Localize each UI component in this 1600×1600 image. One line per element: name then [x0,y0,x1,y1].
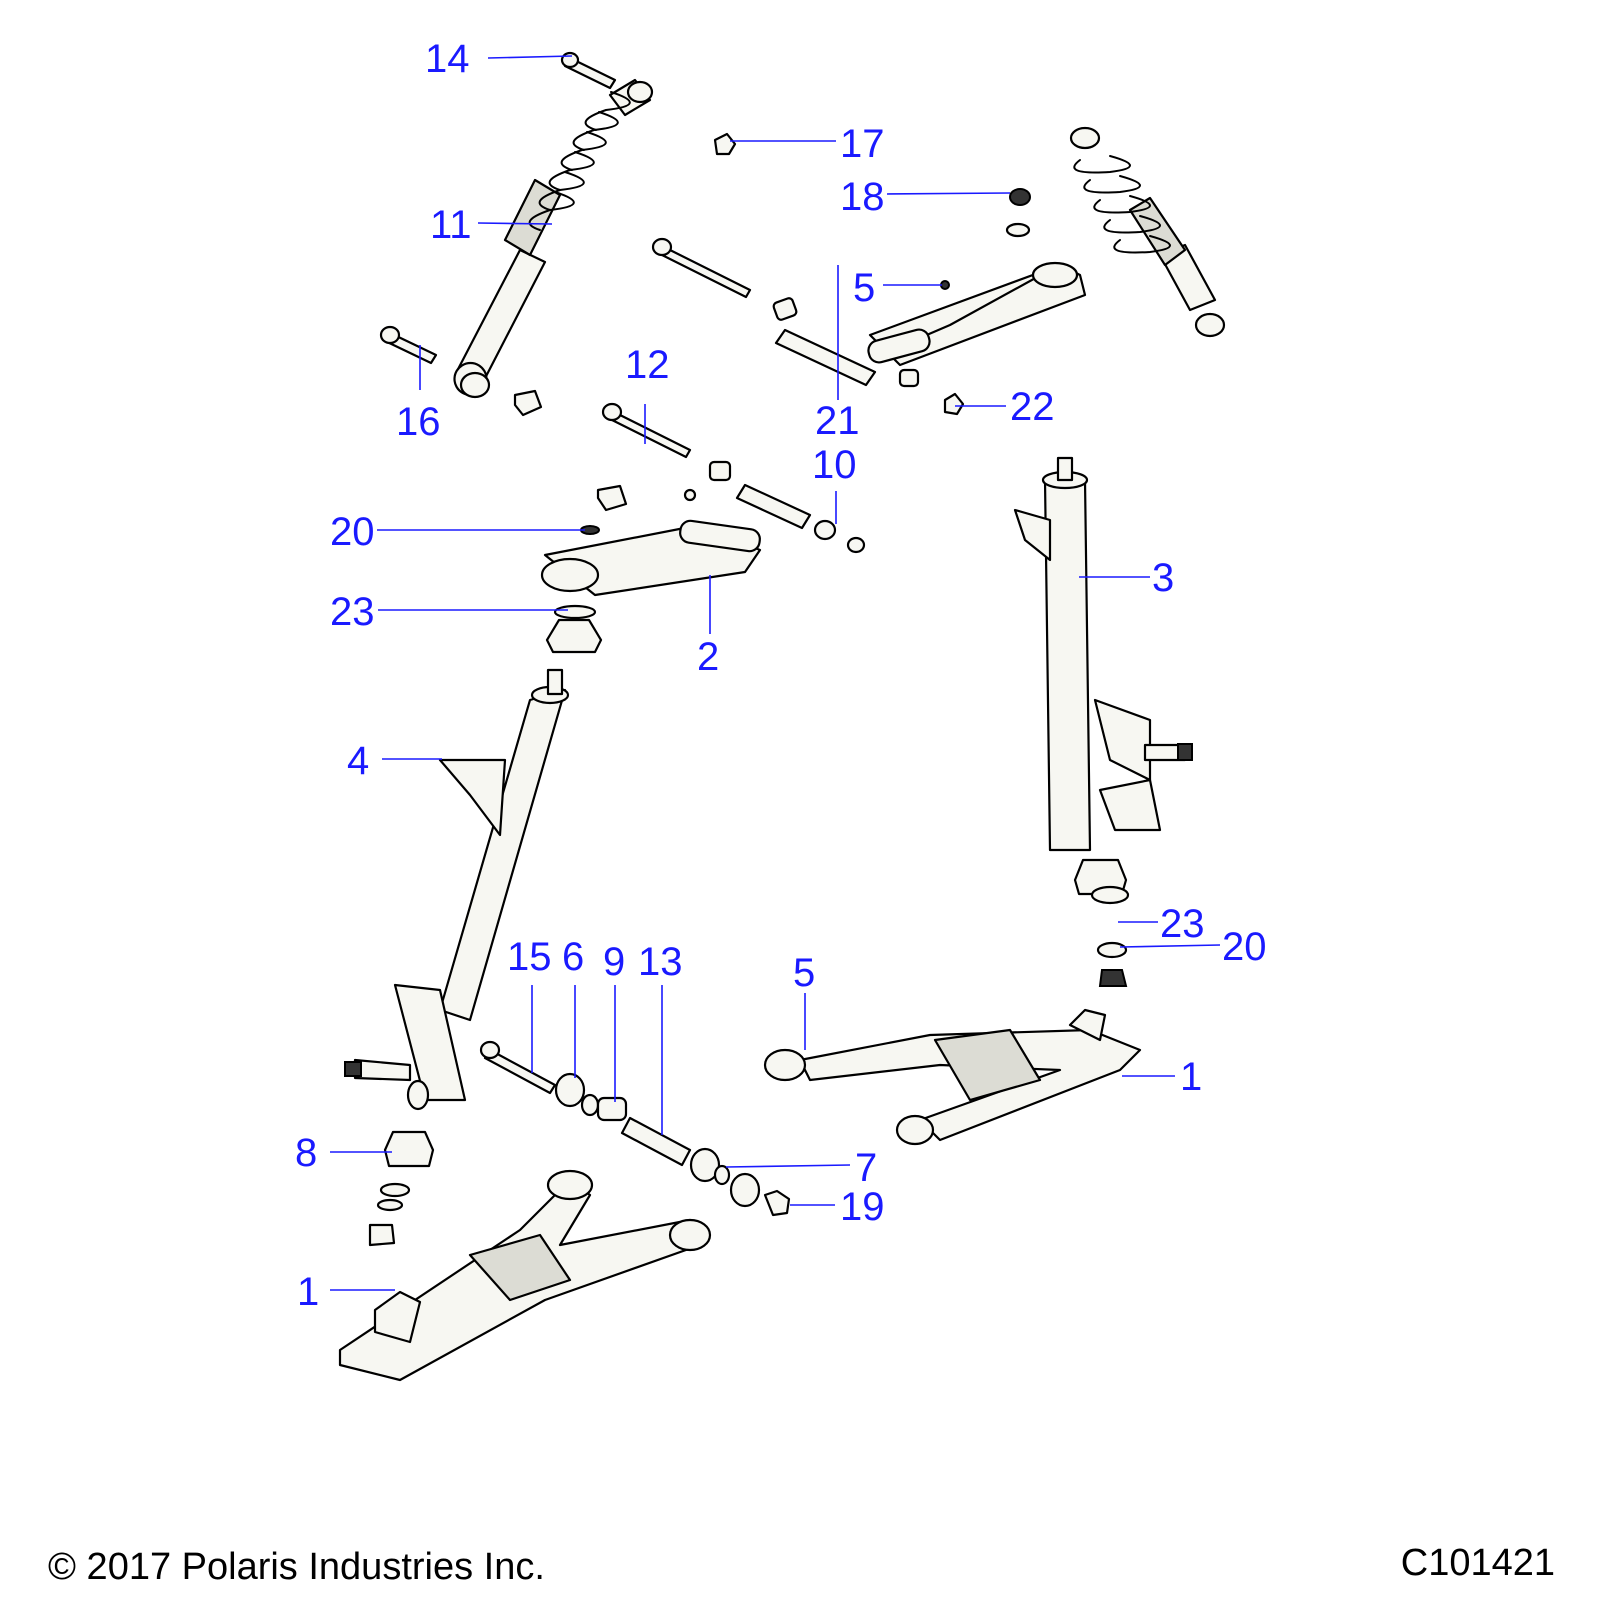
callout-2: 2 [697,635,719,679]
callout-leaders [330,55,1221,1291]
callout-12: 12 [625,343,670,387]
callout-23-right: 23 [1160,902,1205,946]
upper-hardware [379,51,1031,554]
callout-19: 19 [840,1185,885,1229]
callout-14-upper: 14 [425,37,470,81]
callout-15: 15 [507,935,552,979]
right-strut-spindle [1013,456,1193,852]
callout-22: 22 [1010,385,1055,429]
lower-a-arm-left [338,1169,712,1382]
ball-joint-boot-right [1073,858,1130,987]
callout-8: 8 [295,1131,317,1175]
callout-3: 3 [1152,556,1174,600]
callout-11: 11 [430,203,472,247]
right-shock-absorber [1069,126,1226,338]
ball-joint-boot-upper-left [545,604,603,654]
callout-18: 18 [840,175,885,219]
lower-pivot-hardware [479,1040,791,1217]
callout-20-left: 20 [330,510,375,554]
callout-5-lower: 5 [793,951,815,995]
callout-23-left: 23 [330,590,375,634]
callout-21: 21 [815,399,860,443]
upper-a-arm-right [867,261,1087,367]
callout-17: 17 [840,122,885,166]
callout-9: 9 [603,940,625,984]
left-strut-spindle [344,668,570,1111]
callout-7: 7 [855,1146,877,1190]
callout-labels: 14 17 18 11 5 21 22 16 12 10 20 3 23 2 4… [295,37,1267,1314]
callout-4: 4 [347,739,369,783]
drawing-number: C101421 [1401,1542,1555,1584]
callout-10: 10 [812,443,857,487]
callout-1-right: 1 [1180,1055,1202,1099]
upper-a-arm-left [540,519,762,597]
copyright-notice: © 2017 Polaris Industries Inc. [48,1546,545,1588]
callout-6: 6 [562,935,584,979]
callout-20-right: 20 [1222,925,1267,969]
callout-13: 13 [638,940,683,984]
ball-joint-boot-lower-left [368,1130,435,1247]
lower-a-arm-right [763,1008,1142,1146]
callout-5-upper: 5 [853,266,875,310]
left-shock-absorber [453,78,654,399]
callout-1-left: 1 [297,1270,319,1314]
callout-16: 16 [396,400,441,444]
